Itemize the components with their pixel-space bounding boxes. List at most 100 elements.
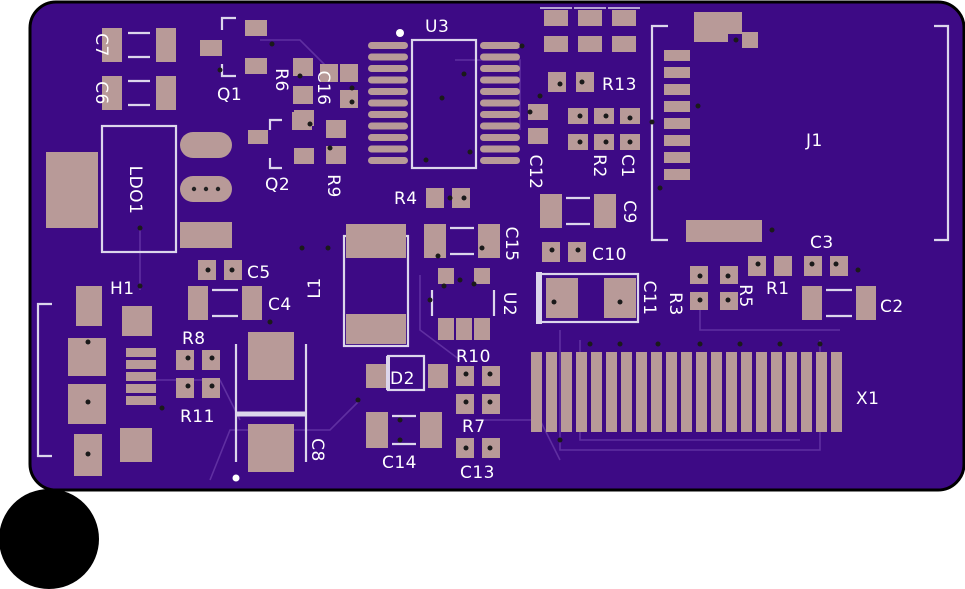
via — [519, 43, 525, 49]
j1-pin — [664, 67, 690, 78]
via — [467, 149, 473, 155]
x1-pin — [771, 352, 782, 432]
via — [447, 195, 453, 201]
via — [471, 281, 477, 287]
via — [85, 399, 91, 405]
via — [487, 399, 493, 405]
via — [349, 85, 355, 91]
component-c15: C15 — [424, 224, 521, 262]
x1-pin — [561, 352, 572, 432]
via — [649, 119, 655, 125]
label-d2: D2 — [390, 369, 415, 389]
via — [479, 245, 485, 251]
component-x1: X1 — [531, 352, 879, 432]
u3-pin-left — [368, 42, 408, 49]
component-c8: C8 — [232, 332, 327, 482]
component-r4: R4 — [394, 188, 470, 209]
vias — [85, 37, 861, 457]
via — [327, 145, 333, 151]
x1-pin — [801, 352, 812, 432]
via — [397, 417, 403, 423]
x1-pin — [606, 352, 617, 432]
via — [697, 273, 703, 279]
label-r11: R11 — [180, 407, 215, 427]
via — [737, 341, 743, 347]
x1-pin — [531, 352, 542, 432]
x1-pin — [741, 352, 752, 432]
via — [217, 67, 223, 73]
j1-pin — [664, 152, 690, 163]
via — [355, 397, 361, 403]
label-r13: R13 — [602, 75, 637, 95]
via — [85, 451, 91, 457]
label-c14: C14 — [382, 453, 417, 473]
label-r8: R8 — [182, 329, 206, 349]
component-c11: C11 — [536, 272, 659, 324]
u3-pin-left — [368, 53, 408, 61]
via — [577, 113, 583, 119]
label-c9: C9 — [619, 200, 639, 224]
via — [603, 139, 609, 145]
component-j1: J1 — [650, 12, 950, 242]
label-c12: C12 — [525, 154, 545, 189]
via — [487, 445, 493, 451]
via — [463, 445, 469, 451]
via — [551, 299, 557, 305]
via — [577, 139, 583, 145]
label-r5: R5 — [735, 284, 755, 308]
x1-pin — [546, 352, 557, 432]
component-d2: D2 — [366, 354, 448, 392]
via — [769, 227, 775, 233]
label-l1: L1 — [305, 277, 325, 298]
label-c5: C5 — [247, 263, 271, 283]
via — [137, 225, 143, 231]
label-c13: C13 — [460, 463, 495, 483]
via — [457, 277, 463, 283]
label-r3: R3 — [665, 292, 685, 316]
component-c9: C9 — [540, 194, 639, 228]
via — [461, 195, 467, 201]
via — [695, 103, 701, 109]
via — [575, 247, 581, 253]
via — [229, 267, 235, 273]
u3-pin-left — [368, 122, 408, 130]
component-ldo1: LDO1 — [46, 124, 232, 254]
x1-pin — [666, 352, 677, 432]
via — [325, 245, 331, 251]
component-u3: U3 — [368, 17, 520, 170]
via — [557, 81, 563, 87]
label-q2: Q2 — [265, 175, 290, 195]
via — [463, 371, 469, 377]
via — [833, 261, 839, 267]
label-c10: C10 — [592, 245, 627, 265]
via — [85, 339, 91, 345]
via — [627, 115, 633, 121]
x1-pin — [726, 352, 737, 432]
via — [537, 93, 543, 99]
x1-pin — [621, 352, 632, 432]
u3-pin-left — [368, 111, 408, 118]
x1-pin — [636, 352, 647, 432]
via — [185, 383, 191, 389]
component-c14: C14 — [366, 412, 442, 473]
j1-pin — [664, 169, 690, 180]
via — [809, 261, 815, 267]
via — [209, 355, 215, 361]
via — [439, 95, 445, 101]
u3-pin-right — [480, 99, 520, 107]
label-c16: C16 — [313, 70, 333, 105]
u3-pin-left — [368, 157, 408, 164]
component-u2: U2 — [430, 268, 519, 340]
component-c4: C4 — [188, 286, 292, 320]
via — [299, 245, 305, 251]
component-l1: L1 — [305, 224, 410, 348]
x1-pin — [816, 352, 827, 432]
label-r9: R9 — [323, 174, 343, 198]
component-r13: R13 — [540, 7, 640, 95]
label-r10: R10 — [456, 347, 491, 367]
label-c4: C4 — [268, 295, 292, 315]
via — [617, 299, 623, 305]
via — [549, 247, 555, 253]
u3-pin-right — [480, 145, 520, 153]
